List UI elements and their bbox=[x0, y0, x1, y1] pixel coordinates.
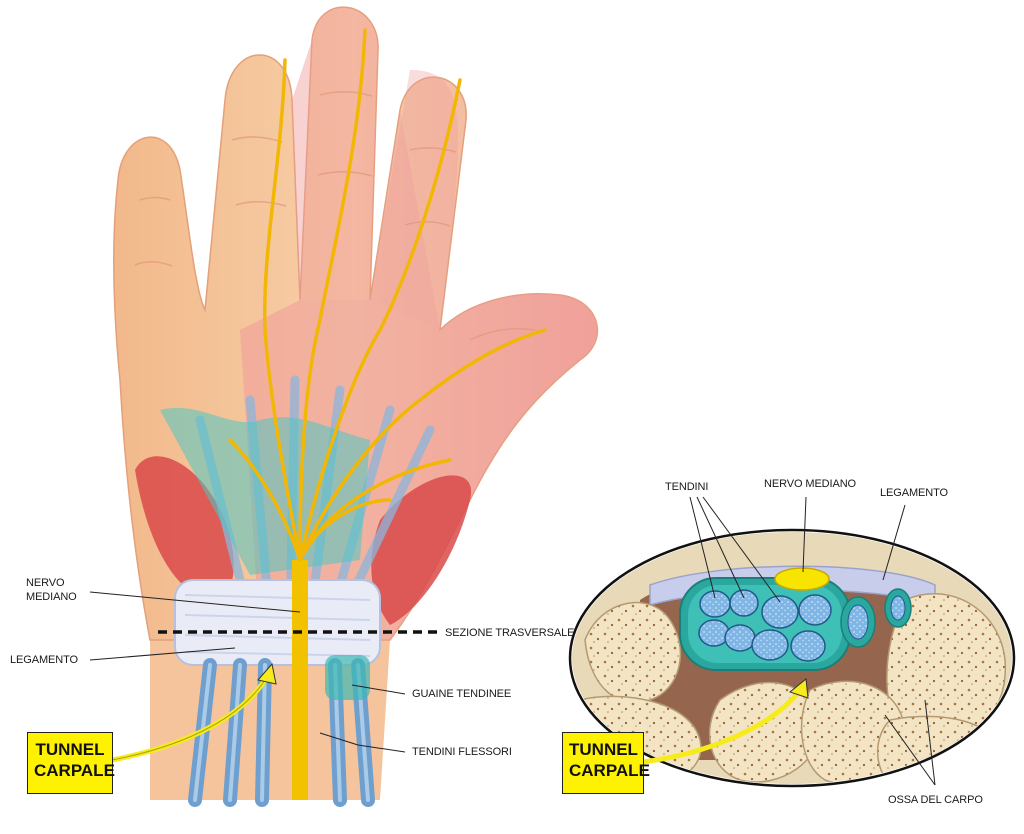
callout-tunnel-carpale-left: TUNNEL CARPALE bbox=[27, 732, 115, 794]
hand bbox=[113, 6, 599, 807]
hand-leader-lines bbox=[89, 591, 406, 753]
callout-right-line2: CARPALE bbox=[569, 761, 650, 780]
section-leader-lines bbox=[689, 496, 936, 786]
label-sezione-trasversale: SEZIONE TRASVERSALE bbox=[445, 627, 575, 639]
callout-left-line2: CARPALE bbox=[34, 761, 115, 780]
callout-right-line1: TUNNEL bbox=[569, 740, 638, 759]
label-ossa-del-carpo: OSSA DEL CARPO bbox=[888, 794, 983, 806]
label-nervo-mediano-line1: NERVO bbox=[26, 577, 65, 589]
right-callout-arrow bbox=[641, 688, 802, 765]
label-nervo-mediano-line2: MEDIANO bbox=[26, 591, 77, 603]
label-tendini-flessori: TENDINI FLESSORI bbox=[412, 746, 512, 758]
callout-tunnel-carpale-right: TUNNEL CARPALE bbox=[562, 732, 650, 794]
label-guaine-tendinee: GUAINE TENDINEE bbox=[412, 688, 512, 700]
label-tendini: TENDINI bbox=[665, 481, 709, 493]
callout-left-line1: TUNNEL bbox=[35, 740, 105, 759]
label-legamento-section: LEGAMENTO bbox=[880, 487, 948, 499]
left-callout-arrow bbox=[111, 673, 271, 763]
label-nervo-mediano-section: NERVO MEDIANO bbox=[764, 478, 857, 490]
label-legamento-hand: LEGAMENTO bbox=[10, 654, 78, 666]
label-nervo-mediano: NERVO MEDIANO bbox=[26, 576, 77, 604]
